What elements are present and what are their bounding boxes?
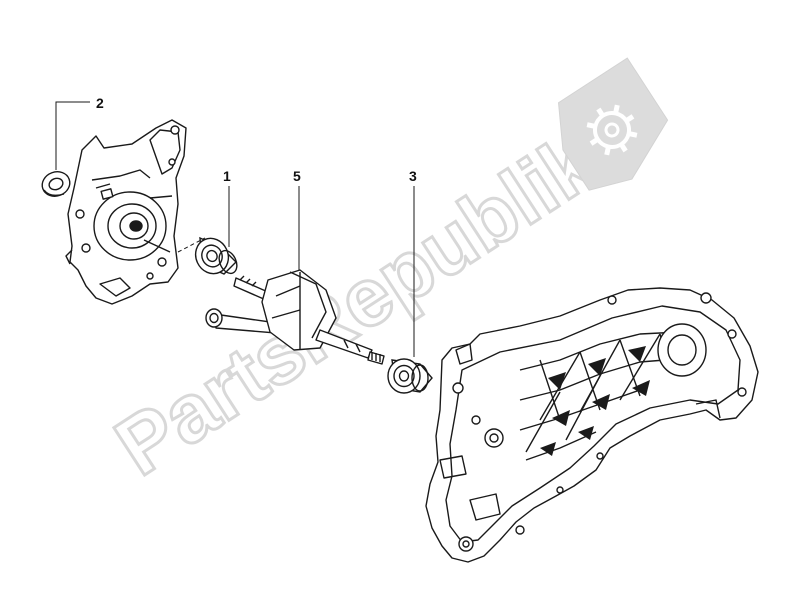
seal-ring-part-2 (41, 171, 71, 197)
assembly-dash-line (177, 237, 206, 253)
leader-line-2 (55, 101, 90, 170)
gear-icon (557, 57, 669, 191)
callout-number-2: 2 (96, 95, 104, 111)
callout-number-3: 3 (409, 168, 417, 184)
crankshaft-part-5 (205, 269, 385, 365)
callout-number-5: 5 (293, 168, 301, 184)
left-crankcase-half (65, 119, 187, 305)
callout-number-1: 1 (223, 168, 231, 184)
right-crankcase-housing (425, 287, 759, 563)
bearing-part-1 (194, 236, 238, 275)
leader-lines (55, 101, 415, 357)
bearing-part-3 (387, 358, 433, 394)
